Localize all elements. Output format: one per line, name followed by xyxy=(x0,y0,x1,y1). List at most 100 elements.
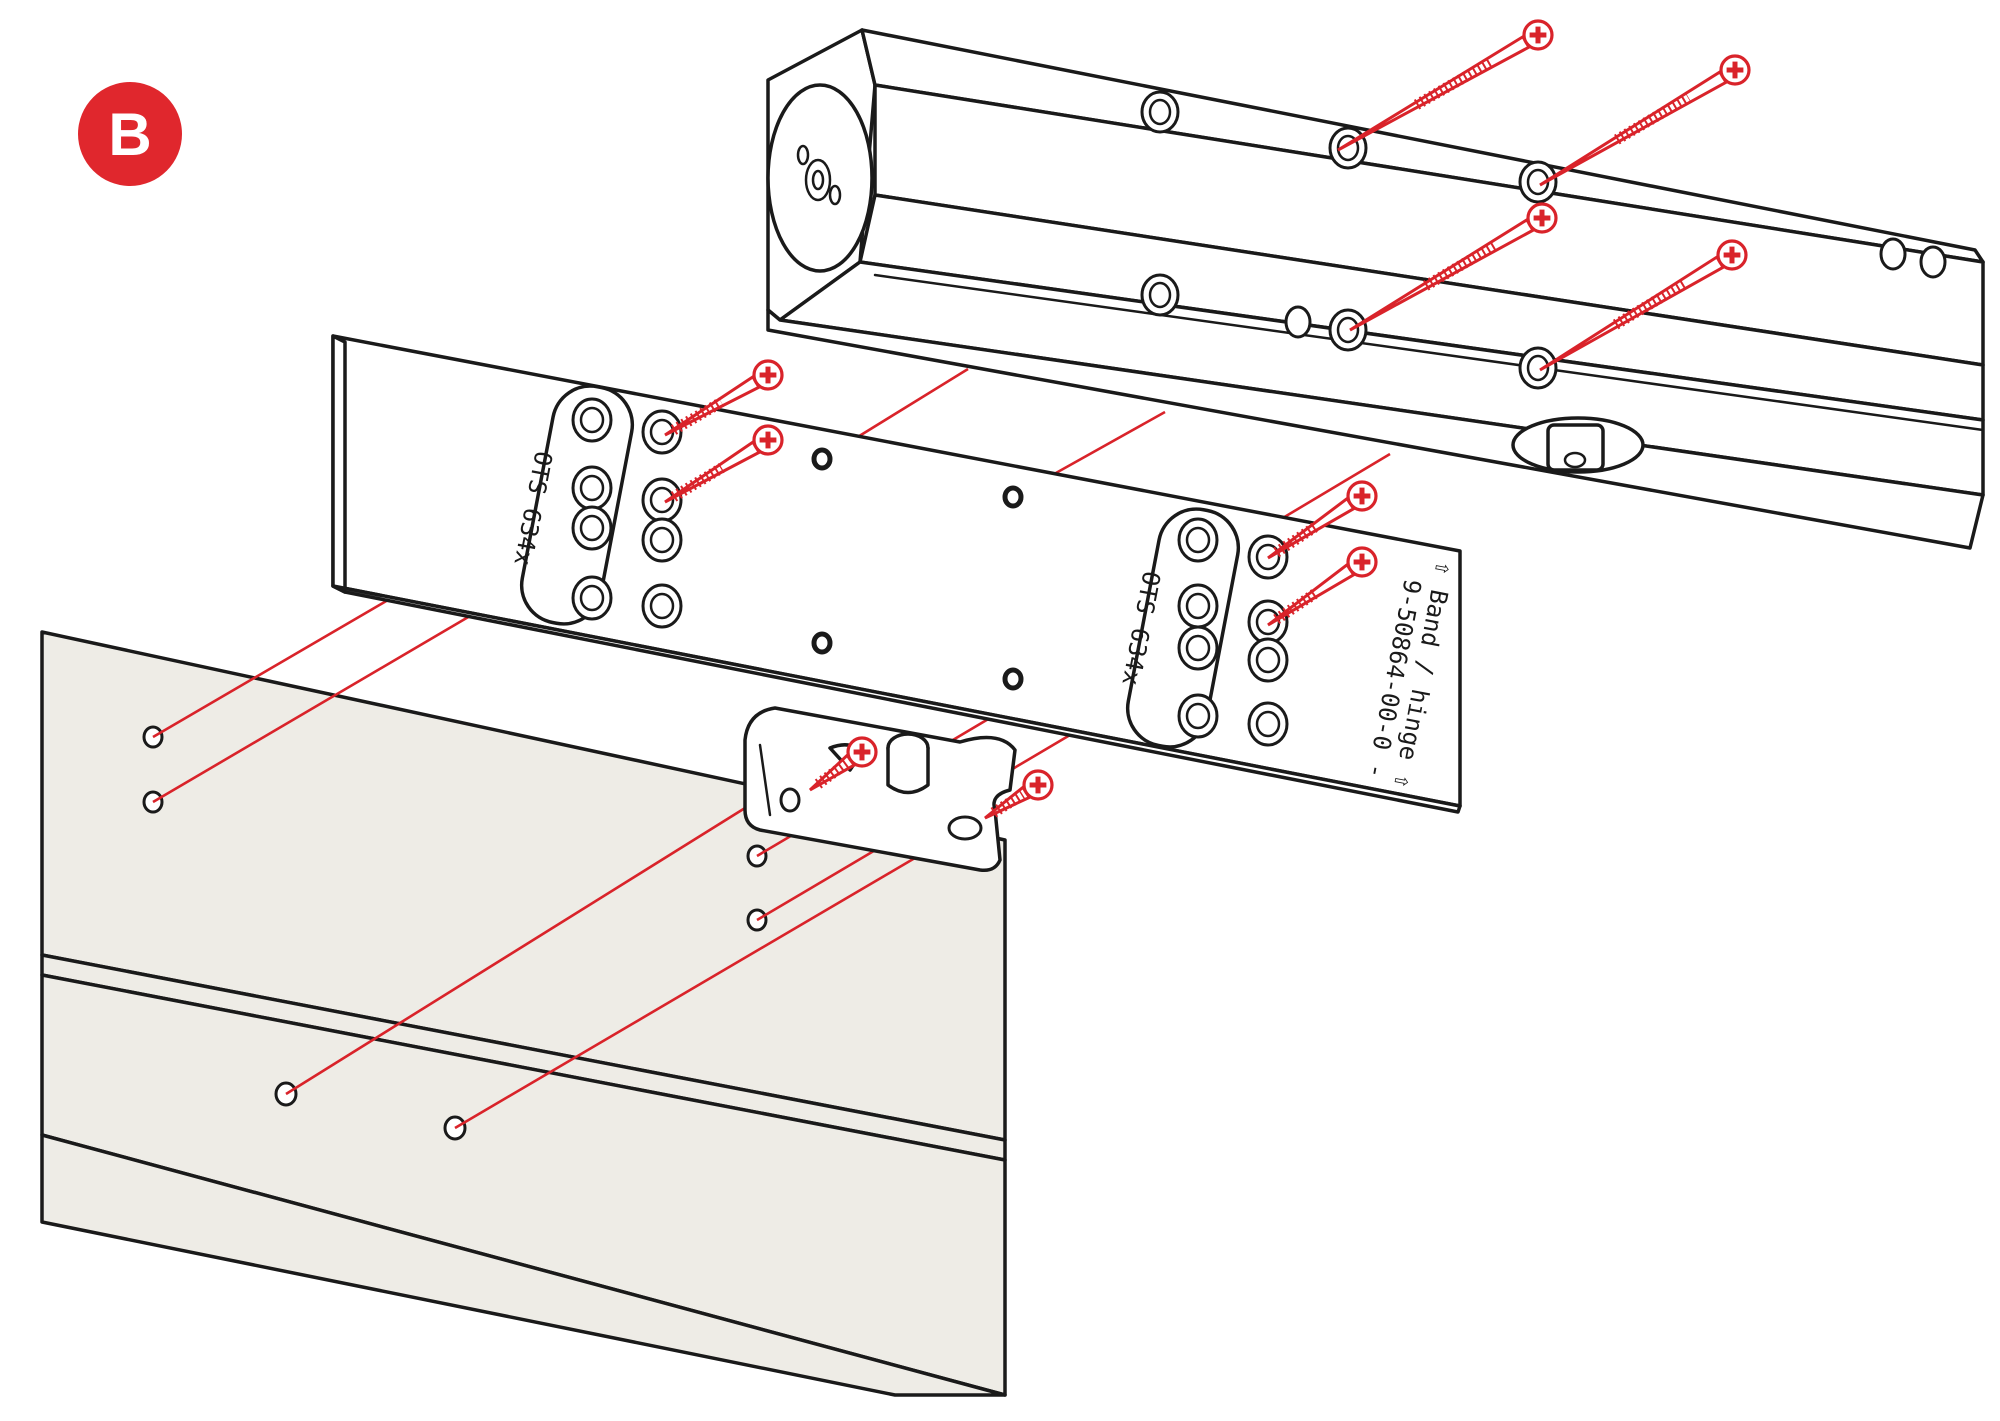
closer-hole xyxy=(1328,308,1368,352)
closer-valve-center xyxy=(804,158,832,202)
plate-hole-inner xyxy=(649,526,675,554)
bracket-inner-line xyxy=(758,743,772,817)
guide-line xyxy=(152,598,389,739)
screws xyxy=(664,19,1751,820)
screw-icon xyxy=(1349,202,1558,332)
bracket-slot xyxy=(947,815,983,841)
closer-hole xyxy=(1328,126,1368,170)
screw-thread xyxy=(814,758,851,789)
door-closer-body xyxy=(766,28,1985,550)
closer-valve-left xyxy=(796,144,810,166)
plate-hole xyxy=(571,505,613,551)
bracket-hole xyxy=(779,787,801,813)
closer-spindle-hole xyxy=(1563,451,1587,469)
screw-icon xyxy=(1267,546,1378,627)
step-badge: B xyxy=(78,82,182,186)
plate-hole-inner xyxy=(1185,526,1211,554)
closer-hole xyxy=(1518,346,1558,390)
plate-hole-inner xyxy=(1185,634,1211,662)
screw-thread xyxy=(670,397,725,435)
closer-hole-inner xyxy=(1336,134,1360,162)
plate-small-hole xyxy=(811,631,833,655)
plate-hole-inner xyxy=(579,406,605,434)
bracket-pin xyxy=(886,746,930,795)
plate-hole-inner xyxy=(1185,702,1211,730)
screw-thread xyxy=(1413,57,1494,110)
screw-icon xyxy=(1337,19,1554,152)
plate-hole-inner xyxy=(649,486,675,514)
plate-hole xyxy=(571,575,613,621)
closer-hole xyxy=(1140,273,1180,317)
plate-hole-inner xyxy=(1185,592,1211,620)
plate-hole xyxy=(571,465,613,511)
plate-hole xyxy=(1247,599,1289,645)
closer-bottom-face xyxy=(766,308,1985,550)
plate-hole xyxy=(571,397,613,443)
plate-hole-inner xyxy=(1255,646,1281,674)
plate-hole-inner xyxy=(1255,543,1281,571)
screw-icon xyxy=(984,769,1054,820)
plate-hole xyxy=(1177,583,1219,629)
closer-hole-inner xyxy=(1148,281,1172,309)
step-badge-label: B xyxy=(108,101,151,168)
closer-hole-inner xyxy=(1526,354,1550,382)
plate-edge-bottom xyxy=(331,584,1462,814)
guide-line xyxy=(152,614,471,804)
plate-edge-left xyxy=(331,334,347,594)
screw-icon xyxy=(1539,54,1751,187)
mounting-plate: OTS 634x OTS 634x ⇧ Band / hinge ⇧ 9-508… xyxy=(331,334,1462,814)
door-frame xyxy=(40,630,1007,1397)
closer-hole xyxy=(1518,160,1558,204)
plate-slot-left xyxy=(519,384,635,626)
screw-icon xyxy=(1539,239,1748,372)
closer-hole xyxy=(1879,237,1907,271)
plate-hole xyxy=(1177,693,1219,739)
plate-slot-right xyxy=(1125,507,1241,749)
closer-bottom-edge xyxy=(766,328,1972,550)
screw-thread xyxy=(670,463,725,502)
closer-hole xyxy=(1919,245,1947,279)
screw-thread xyxy=(1423,240,1499,291)
screw-icon xyxy=(664,424,784,504)
screw-thread xyxy=(1612,278,1689,330)
plate-small-hole xyxy=(1002,485,1024,509)
screw-shaft xyxy=(1539,69,1729,187)
screw-icon xyxy=(664,359,784,437)
frame-edge-line xyxy=(40,1133,1007,1397)
plate-hole-inner xyxy=(1255,710,1281,738)
plate-hole xyxy=(641,517,683,563)
closer-valve-right xyxy=(828,184,842,206)
plate-hole xyxy=(1247,701,1289,747)
plate-hole xyxy=(1177,517,1219,563)
closer-hole-inner xyxy=(1148,98,1172,126)
closer-hole xyxy=(1140,90,1180,134)
step-badge-circle xyxy=(78,82,182,186)
closer-groove-line xyxy=(873,273,1985,432)
screw-shaft xyxy=(1337,34,1531,152)
plate-hole-inner xyxy=(649,592,675,620)
plate-hole-inner xyxy=(579,584,605,612)
frame-bottom-line xyxy=(40,1220,897,1397)
closer-hole-inner xyxy=(1336,316,1360,344)
closer-valve-center-inner xyxy=(811,169,825,191)
screw-thread xyxy=(990,789,1026,818)
plate-small-hole xyxy=(811,447,833,471)
screw-icon xyxy=(1267,480,1378,560)
mounting-bracket xyxy=(743,706,1017,873)
plate-hole xyxy=(1177,625,1219,671)
closer-end-cap-circle xyxy=(766,83,874,273)
plate-hole-inner xyxy=(579,514,605,542)
guide-line xyxy=(454,853,921,1130)
closer-spindle xyxy=(1546,423,1605,472)
plate-small-hole xyxy=(1002,667,1024,691)
closer-hole xyxy=(1284,305,1312,339)
plate-hole xyxy=(641,583,683,629)
plate-hole xyxy=(641,409,683,455)
screw-icon xyxy=(808,736,878,792)
plate-hole xyxy=(1247,637,1289,683)
plate-hole-inner xyxy=(579,474,605,502)
plate-hole xyxy=(641,477,683,523)
guide-line xyxy=(285,778,791,1096)
bracket-body xyxy=(743,706,1017,873)
